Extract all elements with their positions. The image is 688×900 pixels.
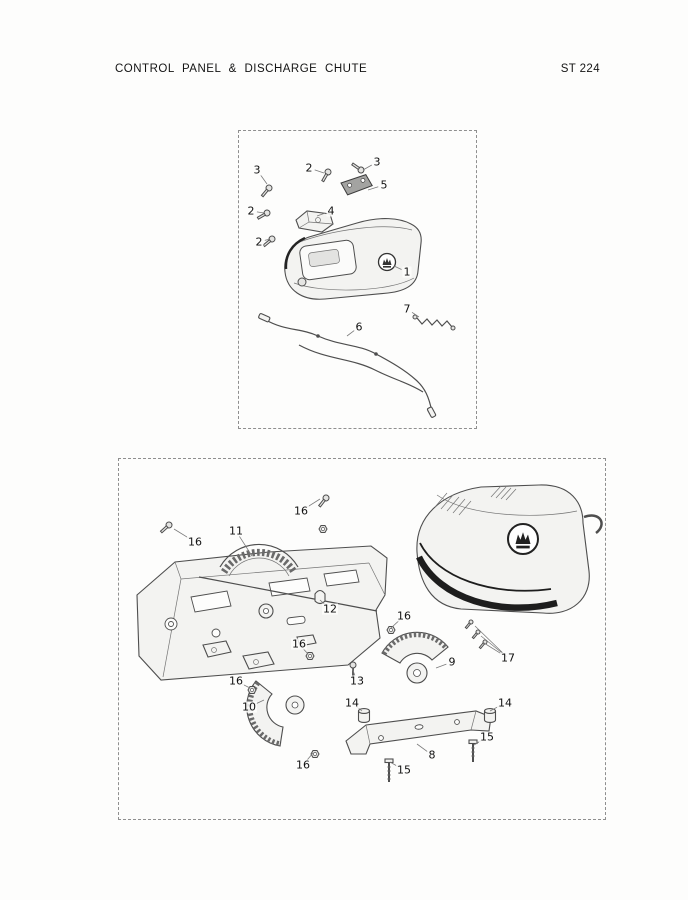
callout-discharge-chute-9-8: 9 bbox=[447, 655, 457, 669]
nut-part bbox=[305, 652, 315, 660]
nut-part bbox=[318, 525, 328, 533]
bushing-part bbox=[483, 708, 497, 723]
bolt-part bbox=[384, 758, 394, 782]
nut-part bbox=[310, 750, 320, 758]
engine-cover-part bbox=[416, 484, 603, 614]
callout-discharge-chute-8-13: 8 bbox=[427, 748, 437, 762]
screw-part bbox=[256, 209, 271, 220]
crown-logo bbox=[507, 523, 539, 555]
callout-control-panel-4-5: 4 bbox=[326, 204, 336, 218]
callout-discharge-chute-12-3: 12 bbox=[322, 602, 338, 616]
screw-part bbox=[159, 521, 173, 534]
mounting-plate-part bbox=[340, 174, 373, 196]
screw-part bbox=[321, 168, 332, 183]
figure-control-panel bbox=[238, 130, 477, 429]
callout-discharge-chute-17-9: 17 bbox=[500, 651, 516, 665]
callout-discharge-chute-16-1: 16 bbox=[187, 535, 203, 549]
support-bracket-part bbox=[345, 710, 492, 755]
handle-loop bbox=[583, 514, 603, 535]
cable-part bbox=[258, 313, 437, 418]
callout-control-panel-6-9: 6 bbox=[354, 320, 364, 334]
screw-part bbox=[260, 184, 273, 198]
control-panel-part bbox=[284, 218, 422, 300]
callout-discharge-chute-14-12: 14 bbox=[497, 696, 513, 710]
callout-control-panel-3-0: 3 bbox=[252, 163, 262, 177]
bolt-part bbox=[468, 739, 478, 762]
screw-part bbox=[478, 639, 488, 650]
nut-part bbox=[247, 686, 257, 694]
screw-part bbox=[262, 235, 276, 248]
callout-discharge-chute-16-7: 16 bbox=[228, 674, 244, 688]
callout-discharge-chute-10-10: 10 bbox=[241, 700, 257, 714]
page-header: CONTROL PANEL & DISCHARGE CHUTE ST 224 bbox=[115, 63, 600, 75]
callout-discharge-chute-15-15: 15 bbox=[396, 763, 412, 777]
control-panel-art bbox=[256, 162, 456, 418]
callout-discharge-chute-13-6: 13 bbox=[349, 674, 365, 688]
callout-discharge-chute-16-5: 16 bbox=[291, 637, 307, 651]
callout-discharge-chute-16-4: 16 bbox=[396, 609, 412, 623]
callout-control-panel-5-3: 5 bbox=[379, 178, 389, 192]
page-title: CONTROL PANEL & DISCHARGE CHUTE bbox=[115, 63, 368, 75]
model-number: ST 224 bbox=[560, 63, 600, 75]
gear-sector-part bbox=[381, 631, 449, 684]
screw-part bbox=[471, 629, 481, 640]
callout-discharge-chute-16-0: 16 bbox=[293, 504, 309, 518]
callout-control-panel-7-8: 7 bbox=[402, 302, 412, 316]
crank-rod-part bbox=[198, 576, 378, 619]
callout-control-panel-2-6: 2 bbox=[254, 235, 264, 249]
callout-discharge-chute-11-2: 11 bbox=[228, 524, 244, 538]
callout-control-panel-2-1: 2 bbox=[304, 161, 314, 175]
callout-discharge-chute-15-14: 15 bbox=[479, 730, 495, 744]
discharge-chute-art bbox=[136, 484, 603, 782]
callout-control-panel-2-4: 2 bbox=[246, 204, 256, 218]
screw-part bbox=[351, 162, 365, 174]
nut-part bbox=[386, 626, 396, 634]
crown-logo bbox=[377, 252, 397, 272]
screw-part bbox=[464, 619, 474, 630]
chute-ring-gear bbox=[219, 543, 299, 577]
callout-discharge-chute-16-16: 16 bbox=[295, 758, 311, 772]
bushing-part bbox=[357, 708, 371, 723]
screw-part bbox=[317, 494, 330, 508]
callout-discharge-chute-14-11: 14 bbox=[344, 696, 360, 710]
figure-discharge-chute bbox=[118, 458, 606, 820]
callout-control-panel-1-7: 1 bbox=[402, 265, 412, 279]
spring-part bbox=[412, 314, 456, 331]
callout-control-panel-3-2: 3 bbox=[372, 155, 382, 169]
vent-hatch bbox=[434, 485, 517, 516]
